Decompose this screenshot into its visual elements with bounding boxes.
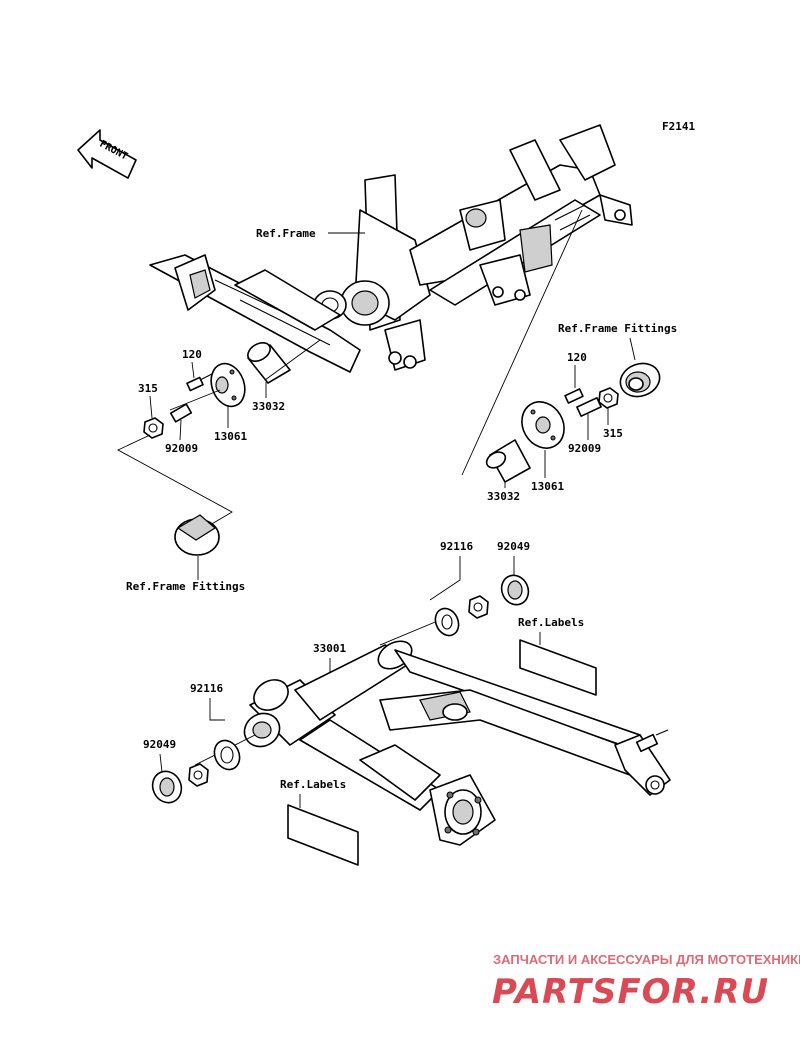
left-120-label: 120 <box>182 348 202 361</box>
ref-frame-fittings-right-label: Ref.Frame Fittings <box>558 322 677 335</box>
right-bolt-120 <box>564 388 584 404</box>
left-pivot-group <box>143 342 291 439</box>
ref-labels-lower-label: Ref.Labels <box>280 778 346 791</box>
lower-92116-label: 92116 <box>190 682 223 695</box>
watermark-logo: PARTSFOR.RU <box>492 972 769 1012</box>
right-120-label: 120 <box>567 351 587 364</box>
right-frame-fitting-ring <box>619 362 661 398</box>
ref-frame-fittings-left-label: Ref.Frame Fittings <box>126 580 245 593</box>
lower-92049-leader <box>159 753 163 773</box>
left-stud-line <box>169 389 221 411</box>
ref-labels-upper-plate <box>519 639 597 696</box>
swingarm-33001-label: 33001 <box>313 642 346 655</box>
front-direction-arrow-icon: FRONT <box>77 129 137 179</box>
right-nut-315 <box>598 387 619 409</box>
left-315-leader <box>149 395 153 419</box>
swingarm-33001 <box>243 640 671 846</box>
left-33032-label: 33032 <box>252 400 285 413</box>
right-collar-33032 <box>485 439 531 483</box>
upper-92049-label: 92049 <box>497 540 530 553</box>
left-315-label: 315 <box>138 382 158 395</box>
upper-nut-hex <box>468 595 489 619</box>
ref-labels-lower-plate <box>287 804 359 866</box>
right-fitting-leader <box>629 337 636 361</box>
left-fitting-bracket-line <box>117 434 233 526</box>
right-315-label: 315 <box>603 427 623 440</box>
watermark-tagline: ЗАПЧАСТИ И АКСЕССУАРЫ ДЛЯ МОТОТЕХНИКИ <box>493 952 800 967</box>
ref-labels-upper-label: Ref.Labels <box>518 616 584 629</box>
lower-seal-92049 <box>151 770 183 804</box>
left-92009-leader <box>179 419 182 441</box>
right-assembly-line <box>461 209 583 476</box>
figure-code: F2141 <box>662 120 695 133</box>
lower-92116-leader <box>209 698 225 721</box>
left-flange-13061 <box>210 362 246 408</box>
lower-nut-hex <box>188 763 209 787</box>
left-frame-fitting-plug <box>174 514 220 556</box>
left-collar-33032 <box>247 342 291 384</box>
frame-drawing <box>149 124 633 373</box>
left-assembly-line <box>264 339 321 381</box>
right-flange-13061 <box>521 401 565 449</box>
right-13061-label: 13061 <box>531 480 564 493</box>
right-33032-label: 33032 <box>487 490 520 503</box>
left-bolt-120 <box>186 373 213 392</box>
right-stud-92009 <box>576 397 602 417</box>
lower-bearing-92116 <box>213 739 241 771</box>
upper-92116-label: 92116 <box>440 540 473 553</box>
right-92009-label: 92009 <box>568 442 601 455</box>
left-120-leader <box>191 361 195 379</box>
lower-92049-label: 92049 <box>143 738 176 751</box>
left-nut-315 <box>143 417 164 439</box>
ref-frame-label: Ref.Frame <box>256 227 316 240</box>
upper-bearing-axis-line <box>379 619 441 646</box>
upper-bearing-92116 <box>434 607 460 637</box>
left-13061-label: 13061 <box>214 430 247 443</box>
upper-seal-92049 <box>500 574 530 606</box>
upper-92116-leader <box>429 556 461 601</box>
left-stud-92009 <box>169 403 193 423</box>
left-92009-label: 92009 <box>165 442 198 455</box>
